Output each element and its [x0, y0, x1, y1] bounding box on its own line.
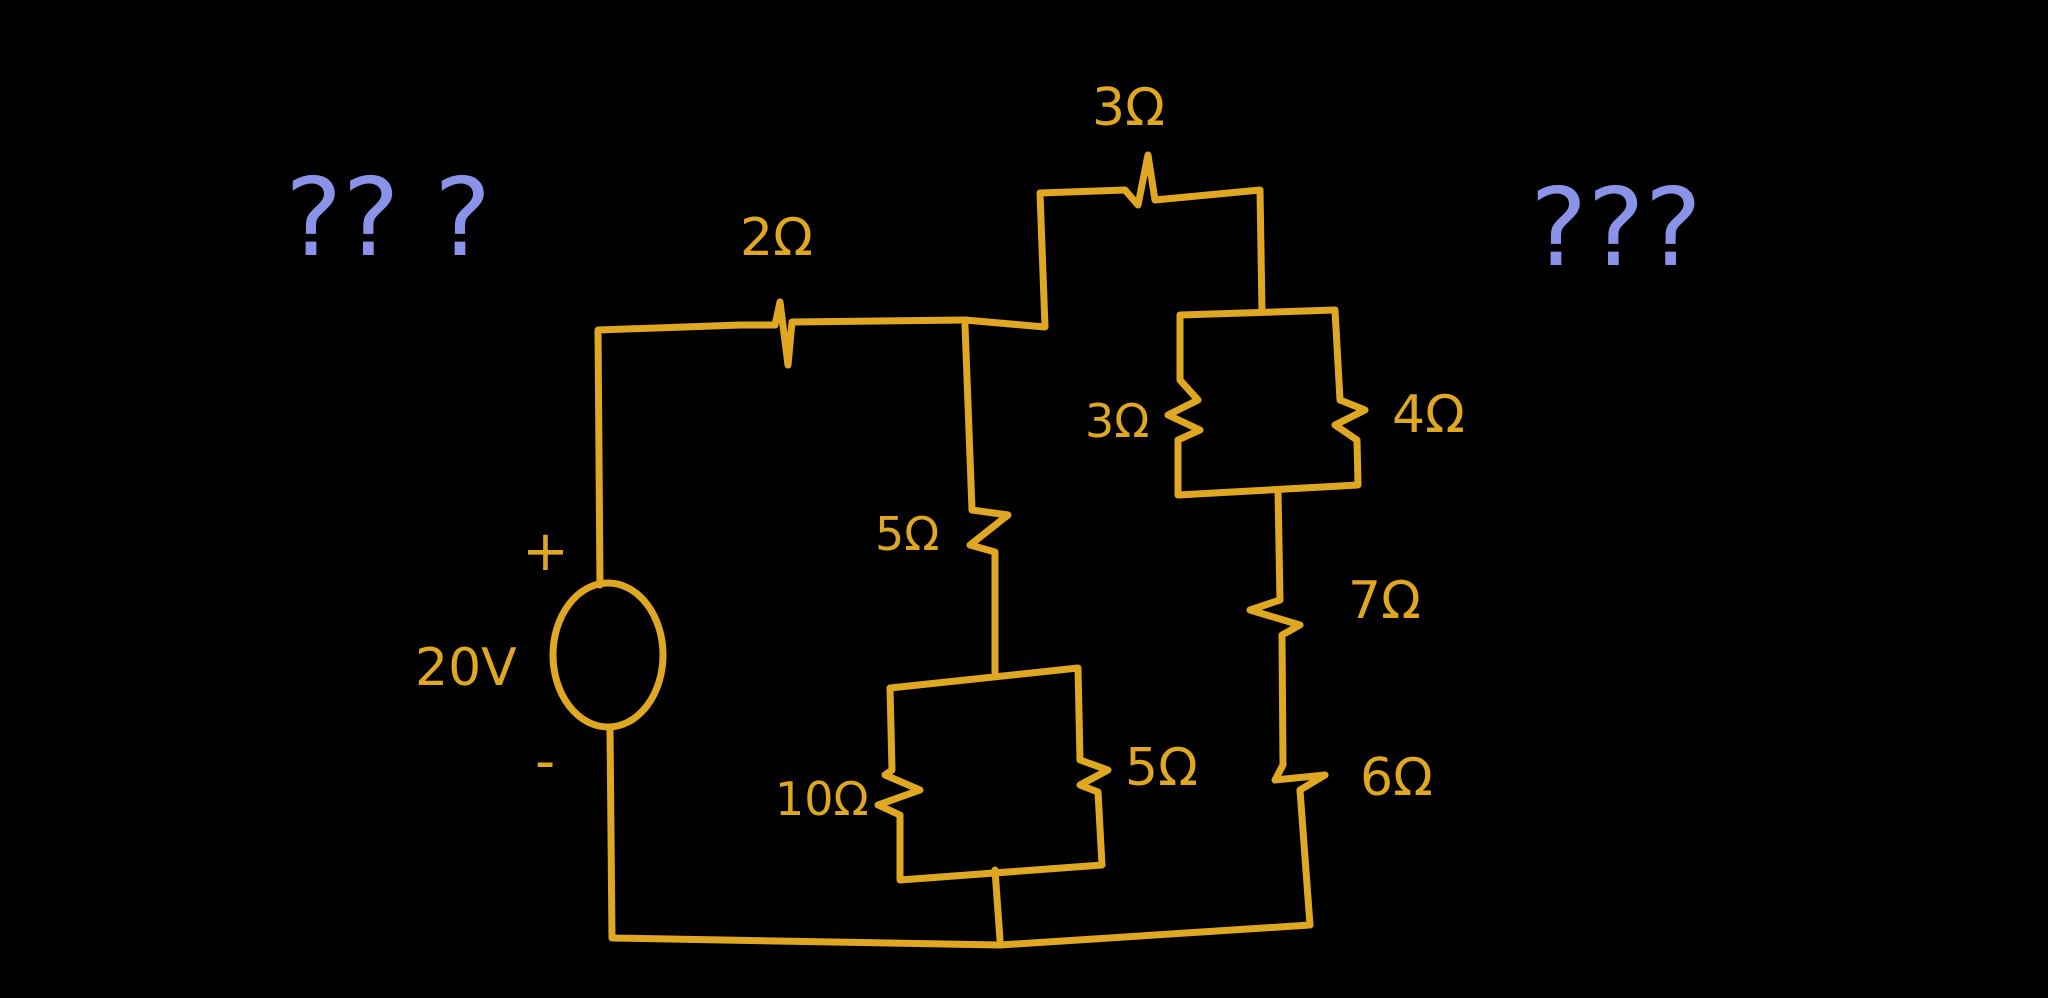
question-marks-left: ?? ? [285, 156, 491, 281]
wire-right-series [1246, 486, 1329, 929]
question-marks-right: ??? [1530, 166, 1702, 291]
parallel-block-upper [1164, 306, 1369, 499]
label-7-ohm: 7Ω [1348, 571, 1421, 631]
label-10-ohm: 10Ω [775, 772, 869, 826]
wire-lower-connection [991, 866, 1004, 944]
wire-top-branch [961, 151, 1266, 331]
label-4-ohm: 4Ω [1392, 385, 1465, 445]
label-minus: - [535, 729, 555, 794]
wire-bottom [606, 726, 1314, 949]
label-3-ohm-top: 3Ω [1092, 78, 1165, 138]
label-plus: + [522, 519, 569, 584]
label-5-ohm-middle: 5Ω [875, 507, 939, 561]
voltage-source-circle [549, 579, 667, 731]
wire-left-vertical [594, 298, 969, 589]
wire-middle-branch [961, 321, 1012, 676]
label-6-ohm: 6Ω [1360, 748, 1433, 808]
label-3-ohm-parallel: 3Ω [1085, 394, 1149, 448]
label-5-ohm-lower: 5Ω [1125, 738, 1198, 798]
label-2-ohm: 2Ω [740, 208, 813, 268]
label-20v: 20V [415, 638, 517, 698]
parallel-block-lower [874, 664, 1112, 884]
